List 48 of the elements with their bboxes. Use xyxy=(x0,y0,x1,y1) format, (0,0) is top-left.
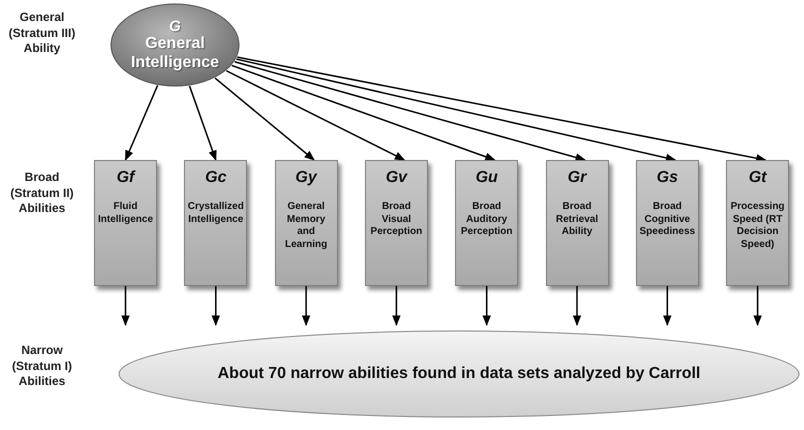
ability-box xyxy=(455,160,518,286)
arrow xyxy=(232,64,496,161)
ability-name: Broad Visual Perception xyxy=(370,201,424,238)
factor-symbol: Gr xyxy=(568,169,586,187)
ability-name: Fluid Intelligence xyxy=(97,201,154,226)
factor-name: General Intelligence xyxy=(130,35,220,72)
arrow xyxy=(226,70,406,161)
arrow xyxy=(234,61,586,162)
arrow xyxy=(392,286,401,326)
arrow xyxy=(236,58,676,162)
factor-symbol: Gu xyxy=(476,169,498,187)
arrow xyxy=(753,286,762,326)
ellipse-text: About 70 narrow abilities found in data sets analyzed by Carroll xyxy=(218,365,700,383)
factor-ellipse xyxy=(110,3,240,87)
factor-symbol: Gs xyxy=(656,169,678,187)
ability-box xyxy=(726,160,790,286)
ability-box xyxy=(364,160,428,286)
ability-box xyxy=(94,160,157,286)
ability-name: General Memory and Learning xyxy=(284,201,328,251)
arrow xyxy=(212,286,220,326)
arrow xyxy=(482,286,491,326)
ability-name: Broad Retrieval Ability xyxy=(554,201,600,238)
stratum-label: Narrow (Stratum I) Abilities xyxy=(11,343,73,390)
factor-symbol: Gv xyxy=(386,169,408,187)
ability-name: Crystallized Intelligence xyxy=(187,201,244,226)
ability-box xyxy=(274,160,338,286)
factor-symbol: Gy xyxy=(295,169,317,187)
stratum-label: General (Stratum III) Ability xyxy=(8,10,76,57)
arrow xyxy=(124,85,158,161)
arrow xyxy=(237,56,767,162)
factor-symbol: Gt xyxy=(748,169,766,187)
arrow xyxy=(302,286,310,326)
ability-name: Broad Cognitive Speediness xyxy=(638,201,696,238)
factor-symbol: Gc xyxy=(205,169,226,187)
arrow xyxy=(663,286,672,326)
ability-name: Processing Speed (RT Decision Speed) xyxy=(730,201,786,251)
arrow xyxy=(121,286,130,326)
arrow xyxy=(572,286,582,326)
ability-box xyxy=(636,160,699,286)
stratum-label: Broad (Stratum II) Abilities xyxy=(9,170,75,217)
factor-symbol: Gf xyxy=(116,169,134,187)
ability-box xyxy=(184,160,248,286)
narrow-abilities-ellipse xyxy=(118,330,800,418)
ability-name: Broad Auditory Perception xyxy=(460,201,514,238)
arrow xyxy=(188,86,217,161)
factor-symbol: G xyxy=(169,18,181,36)
ability-box xyxy=(546,160,608,286)
arrow xyxy=(214,78,315,161)
